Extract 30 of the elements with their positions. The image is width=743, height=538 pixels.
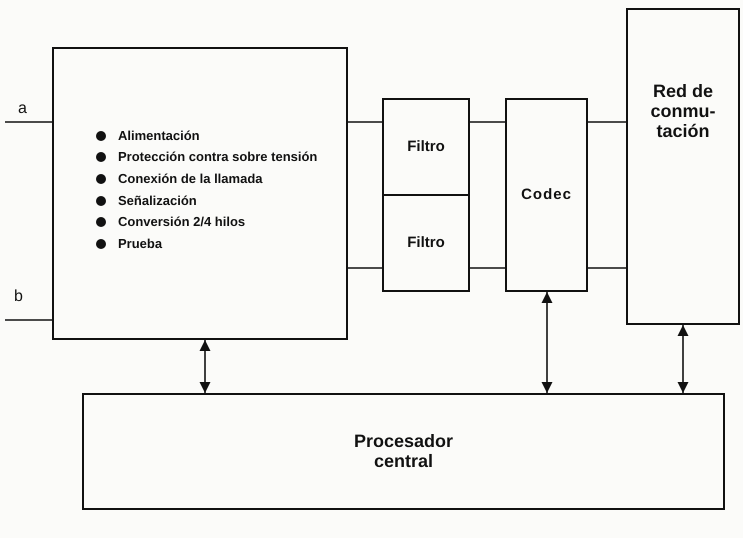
connector <box>348 267 382 269</box>
block-box <box>626 8 740 325</box>
block-label: Filtro <box>407 234 445 252</box>
block-label: Red de conmu- tación <box>650 82 716 142</box>
connector <box>470 267 505 269</box>
input-line <box>5 319 52 321</box>
connector <box>348 121 382 123</box>
connector <box>677 325 689 393</box>
block-label: Procesador central <box>352 432 454 472</box>
wire-label: b <box>14 288 23 306</box>
function-item: Protección contra sobre tensión <box>118 150 318 164</box>
connector <box>588 267 626 269</box>
function-item: Señalización <box>118 194 197 208</box>
block-box <box>505 98 588 292</box>
function-item: Prueba <box>118 236 162 250</box>
wire-label: a <box>18 100 27 118</box>
block-box <box>82 393 725 510</box>
block-label: Codec <box>521 186 572 204</box>
connector <box>588 121 626 123</box>
function-item: Alimentación <box>118 128 200 142</box>
connector <box>541 292 553 393</box>
block-label: Filtro <box>407 138 445 156</box>
line-card-box <box>52 47 348 340</box>
block-box <box>382 98 470 196</box>
connector <box>470 121 505 123</box>
function-item: Conexión de la llamada <box>118 172 262 186</box>
function-item: Conversión 2/4 hilos <box>118 215 246 229</box>
connector <box>199 340 211 393</box>
block-box <box>382 194 470 292</box>
input-line <box>5 121 52 123</box>
